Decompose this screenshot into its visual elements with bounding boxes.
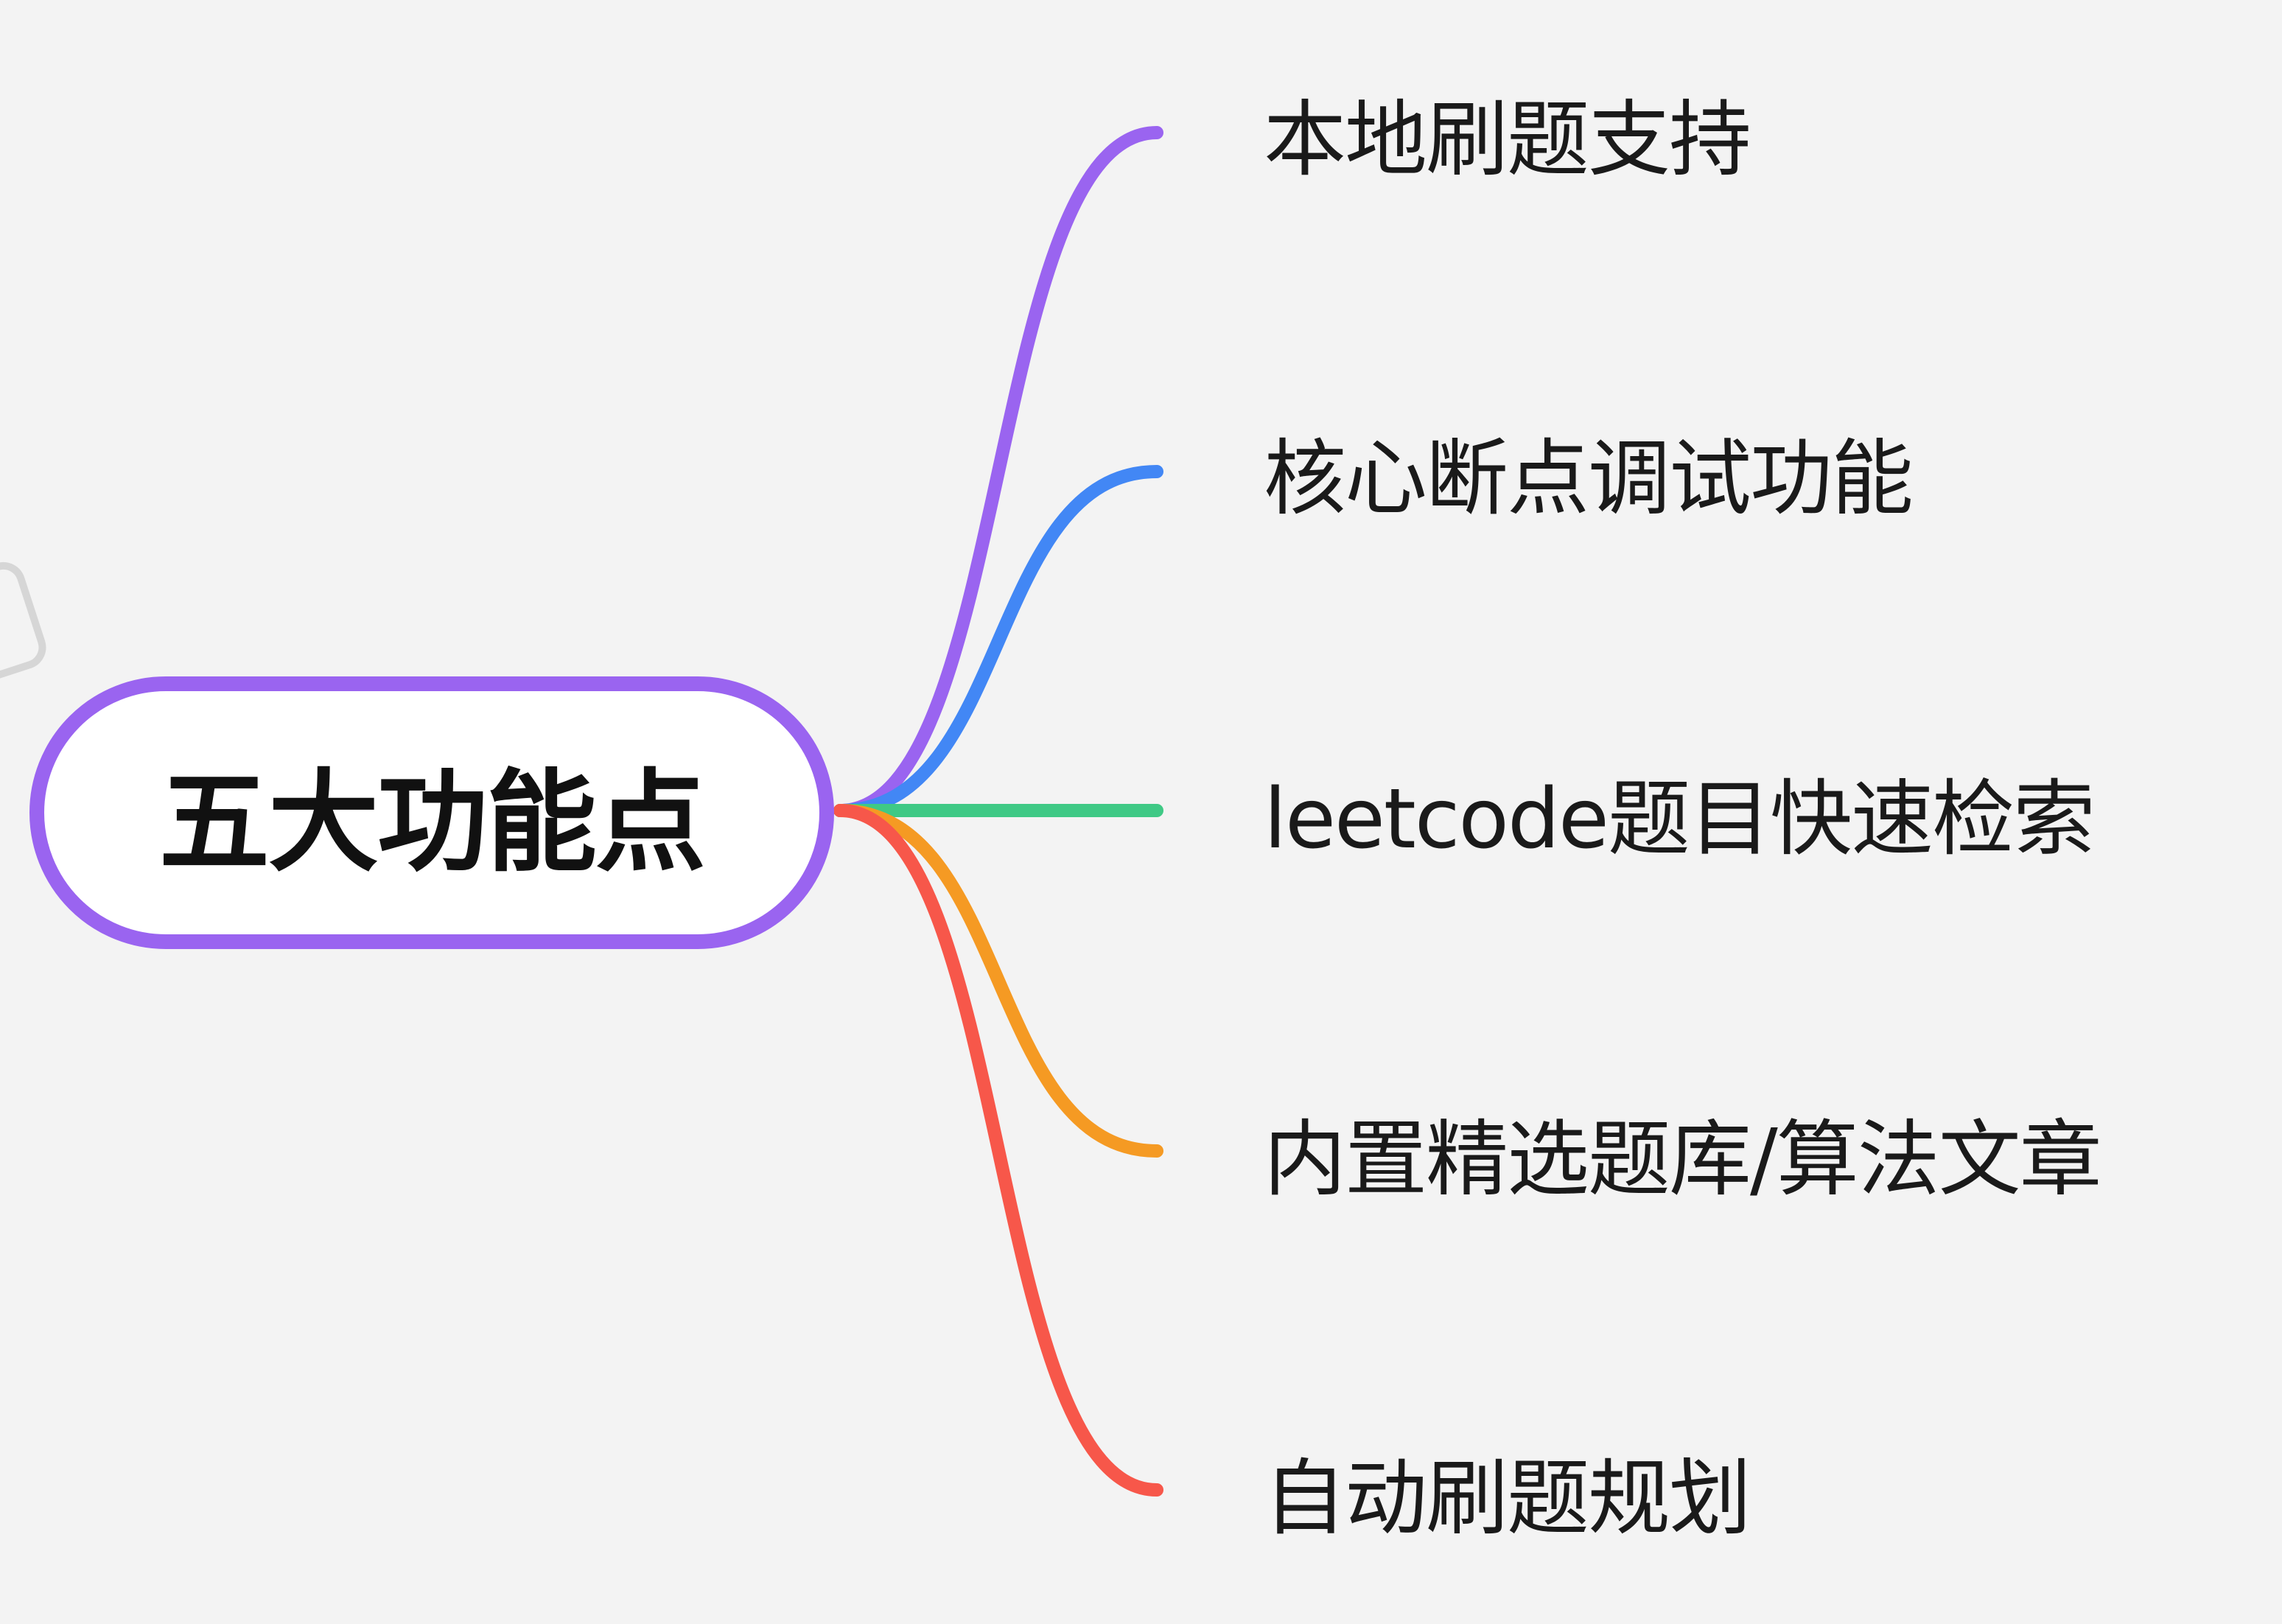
branch-label-4[interactable]: 内置精选题库/算法文章: [1264, 1112, 2102, 1208]
connector-branch-5: [833, 804, 1163, 1497]
branch-label-3[interactable]: leetcode题目快速检索: [1264, 771, 2096, 867]
branch-label-5[interactable]: 自动刷题规划: [1264, 1451, 1751, 1547]
central-topic-title: 五大功能点: [158, 758, 706, 887]
connector-branch-4: [833, 804, 1163, 1158]
connector-branch-2: [833, 465, 1163, 817]
branch-label-2[interactable]: 核心断点调试功能: [1264, 431, 1914, 527]
central-topic-node[interactable]: 五大功能点: [29, 676, 834, 949]
branch-label-1[interactable]: 本地刷题支持: [1264, 92, 1751, 188]
connector-branch-1: [833, 126, 1163, 817]
